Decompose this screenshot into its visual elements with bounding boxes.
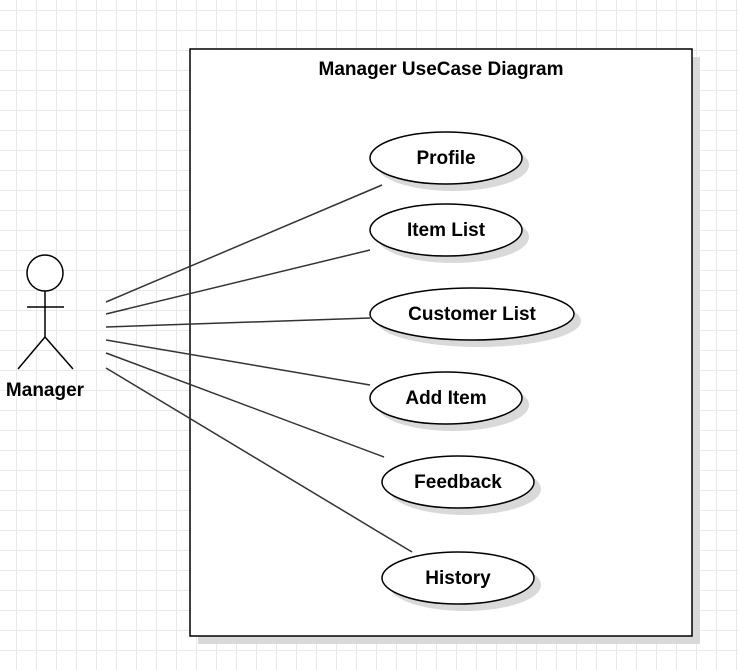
use-case-profile[interactable]: Profile <box>369 131 529 191</box>
use-case-ellipse[interactable] <box>369 131 523 185</box>
association-line-customer-list[interactable] <box>105 317 371 328</box>
association-line-item-list[interactable] <box>105 249 371 315</box>
actor-left-leg <box>17 336 46 370</box>
use-case-add-item[interactable]: Add Item <box>369 371 529 431</box>
actor-head <box>26 254 64 292</box>
use-case-ellipse[interactable] <box>369 287 575 341</box>
use-case-item-list[interactable]: Item List <box>369 203 529 263</box>
use-case-ellipse[interactable] <box>369 371 523 425</box>
association-line-add-item[interactable] <box>105 339 371 386</box>
actor-manager[interactable]: Manager <box>6 254 85 401</box>
stick-figure-icon <box>17 254 74 370</box>
association-line-feedback[interactable] <box>105 352 385 458</box>
association-line-history[interactable] <box>105 367 413 553</box>
use-case-history[interactable]: History <box>381 551 541 611</box>
use-case-label: Feedback <box>414 472 502 493</box>
use-case-label: History <box>425 568 491 589</box>
diagram-title: Manager UseCase Diagram <box>319 59 564 80</box>
use-case-label: Customer List <box>408 304 536 325</box>
actor-label: Manager <box>6 380 85 401</box>
use-case-label: Add Item <box>405 388 486 409</box>
associations <box>105 184 413 553</box>
use-case-ellipse[interactable] <box>381 455 535 509</box>
association-line-profile[interactable] <box>105 184 383 303</box>
use-case-ellipse[interactable] <box>369 203 523 257</box>
use-case-feedback[interactable]: Feedback <box>381 455 541 515</box>
actor-right-leg <box>44 336 74 370</box>
use-case-ellipse[interactable] <box>381 551 535 605</box>
use-case-label: Profile <box>416 148 475 169</box>
use-case-label: Item List <box>407 220 486 241</box>
use-case-customer-list[interactable]: Customer List <box>369 287 581 347</box>
